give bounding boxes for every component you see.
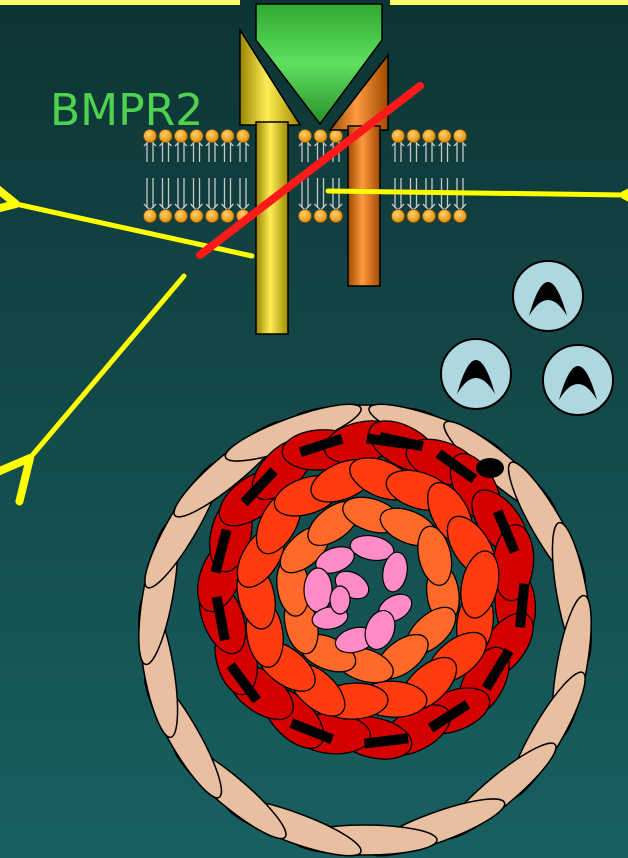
lipid-tail-upper — [408, 140, 420, 162]
lipid-tail-lower — [237, 178, 249, 210]
lipid-tail-lower — [206, 178, 218, 210]
lipid-head-upper — [330, 130, 343, 143]
lipid-tail-upper — [423, 140, 435, 162]
lipid-head-lower — [175, 210, 188, 223]
lipid-tail-upper — [299, 140, 311, 162]
lipid-head-lower — [438, 210, 451, 223]
lipid-head-lower — [314, 210, 327, 223]
lipid-head-lower — [299, 210, 312, 223]
lipid-tail-lower — [330, 178, 342, 210]
lipid-head-lower — [190, 210, 203, 223]
lipid-tail-lower — [160, 178, 172, 210]
lipid-tail-lower — [315, 178, 327, 210]
lipid-tail-upper — [237, 140, 249, 162]
lipid-tail-lower — [175, 178, 187, 210]
endothelial-cell — [330, 586, 350, 614]
lipid-head-upper — [454, 130, 467, 143]
lipid-head-upper — [206, 130, 219, 143]
endothelial-cell — [304, 568, 332, 612]
lipid-head-lower — [330, 210, 343, 223]
lipid-head-upper — [407, 130, 420, 143]
lipid-head-lower — [206, 210, 219, 223]
lipid-head-lower — [221, 210, 234, 223]
lipid-tail-upper — [160, 140, 172, 162]
arrow-down-left — [30, 276, 184, 458]
receptor-label: BMPR2 — [50, 85, 203, 136]
lipid-tail-upper — [222, 140, 234, 162]
lipid-tail-lower — [191, 178, 203, 210]
lipid-tail-upper — [144, 140, 156, 162]
lipid-tail-upper — [439, 140, 451, 162]
matrix-blob — [476, 458, 504, 478]
inflammatory-cells — [441, 261, 613, 415]
lipid-head-lower — [423, 210, 436, 223]
lipid-head-upper — [221, 130, 234, 143]
lipid-tail-upper — [191, 140, 203, 162]
lipid-head-lower — [144, 210, 157, 223]
lipid-tail-lower — [222, 178, 234, 210]
lipid-head-lower — [454, 210, 467, 223]
lipid-head-upper — [237, 130, 250, 143]
lipid-head-lower — [159, 210, 172, 223]
lipid-head-lower — [392, 210, 405, 223]
lipid-head-upper — [299, 130, 312, 143]
vessel-cross-section — [131, 394, 599, 858]
lipid-head-upper — [423, 130, 436, 143]
lipid-tail-upper — [392, 140, 404, 162]
lipid-head-upper — [392, 130, 405, 143]
lipid-tail-upper — [175, 140, 187, 162]
lipid-tail-lower — [299, 178, 311, 210]
lipid-head-upper — [314, 130, 327, 143]
lipid-tail-upper — [454, 140, 466, 162]
lipid-tail-upper — [206, 140, 218, 162]
lipid-tail-lower — [144, 178, 156, 210]
lipid-head-lower — [407, 210, 420, 223]
lipid-head-upper — [438, 130, 451, 143]
